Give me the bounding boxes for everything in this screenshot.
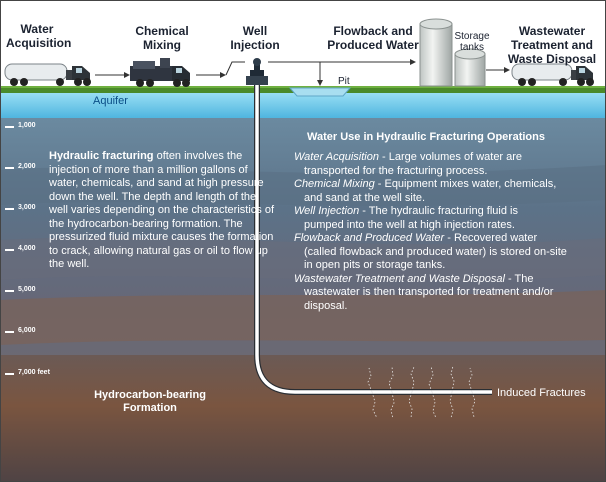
intro-bold: Hydraulic fracturing — [49, 150, 154, 162]
water-use-list: Water Acquisition - Large volumes of wat… — [294, 151, 569, 313]
water-use-cont: (called flowback and produced water) is … — [304, 245, 567, 272]
wellhead-icon — [246, 58, 268, 85]
water-use-cont: wastewater is then transported for treat… — [304, 286, 554, 312]
water-use-item: Chemical Mixing - Equipment mixes water,… — [294, 178, 569, 205]
label-pit: Pit — [338, 76, 350, 87]
label-water-acquisition: Water Acquisition — [6, 22, 72, 50]
well-bore — [255, 85, 492, 394]
rock-band — [0, 290, 606, 345]
fractures-label: Induced Fractures — [497, 387, 586, 399]
label-storage-tanks: Storage tanks — [454, 31, 490, 53]
hydrocarbon-formation — [0, 355, 606, 482]
water-use-text: - The hydraulic fracturing fluid is — [359, 205, 518, 217]
intro-text: often involves the injection of more tha… — [49, 150, 275, 270]
aquifer-label: Aquifer — [93, 95, 128, 107]
water-use-item: Wastewater Treatment and Waste Disposal … — [294, 273, 569, 314]
water-use-cont: and sand at the well site. — [304, 191, 426, 204]
wastewater-truck-icon — [511, 63, 594, 86]
depth-label: 4,000 — [18, 245, 36, 252]
mixing-truck-icon — [130, 58, 190, 87]
water-use-text: - The — [504, 272, 534, 285]
intro-paragraph: Hydraulic fracturing often involves the … — [49, 150, 274, 272]
depth-tick — [5, 290, 14, 292]
rock-band — [0, 237, 606, 281]
label-chemical-mixing: Chemical Mixing — [135, 24, 189, 52]
label-wastewater: Wastewater Treatment and Waste Disposal — [507, 24, 597, 66]
water-use-cont: pumped into the well at high injection r… — [304, 218, 515, 231]
water-use-title: Water Use in Hydraulic Fracturing Operat… — [307, 131, 545, 143]
water-use-term: Water Acquisition — [294, 151, 379, 163]
depth-label: 1,000 — [18, 122, 36, 129]
depth-tick — [5, 126, 14, 128]
label-well-injection: Well Injection — [230, 24, 280, 52]
rock-band — [0, 165, 606, 206]
depth-tick — [5, 249, 14, 251]
ground-highlight — [0, 86, 606, 88]
formation-label: Hydrocarbon-bearing Formation — [94, 389, 206, 414]
depth-tick — [5, 208, 14, 210]
depth-label: 6,000 — [18, 327, 36, 334]
depth-label: 2,000 — [18, 163, 36, 170]
water-use-cont: transported for the fracturing process. — [304, 164, 488, 177]
depth-label: 3,000 — [18, 204, 36, 211]
depth-label: 7,000 feet — [18, 369, 50, 376]
water-use-item: Water Acquisition - Large volumes of wat… — [294, 151, 569, 178]
water-use-term: Flowback and Produced Water — [294, 232, 445, 244]
flow-arrows — [95, 59, 510, 86]
water-use-term: Chemical Mixing — [294, 178, 375, 190]
water-use-text: - Large volumes of water are — [378, 151, 523, 163]
storage-tanks-icon — [419, 18, 486, 87]
pit — [288, 87, 352, 97]
depth-tick — [5, 373, 14, 375]
depth-tick — [5, 167, 14, 169]
induced-fractures — [367, 365, 476, 420]
water-use-text: - Equipment mixes water, chemicals, — [374, 178, 557, 190]
water-use-term: Well Injection — [294, 205, 360, 217]
water-use-term: Wastewater Treatment and Waste Disposal — [294, 272, 505, 285]
sky — [0, 0, 606, 88]
water-use-text: - Recovered water — [444, 232, 538, 244]
water-use-item: Flowback and Produced Water - Recovered … — [294, 232, 569, 273]
label-flowback: Flowback and Produced Water — [327, 24, 419, 52]
water-use-item: Well Injection - The hydraulic fracturin… — [294, 205, 569, 232]
depth-label: 5,000 — [18, 286, 36, 293]
water-truck-icon — [4, 63, 91, 86]
depth-tick — [5, 331, 14, 333]
